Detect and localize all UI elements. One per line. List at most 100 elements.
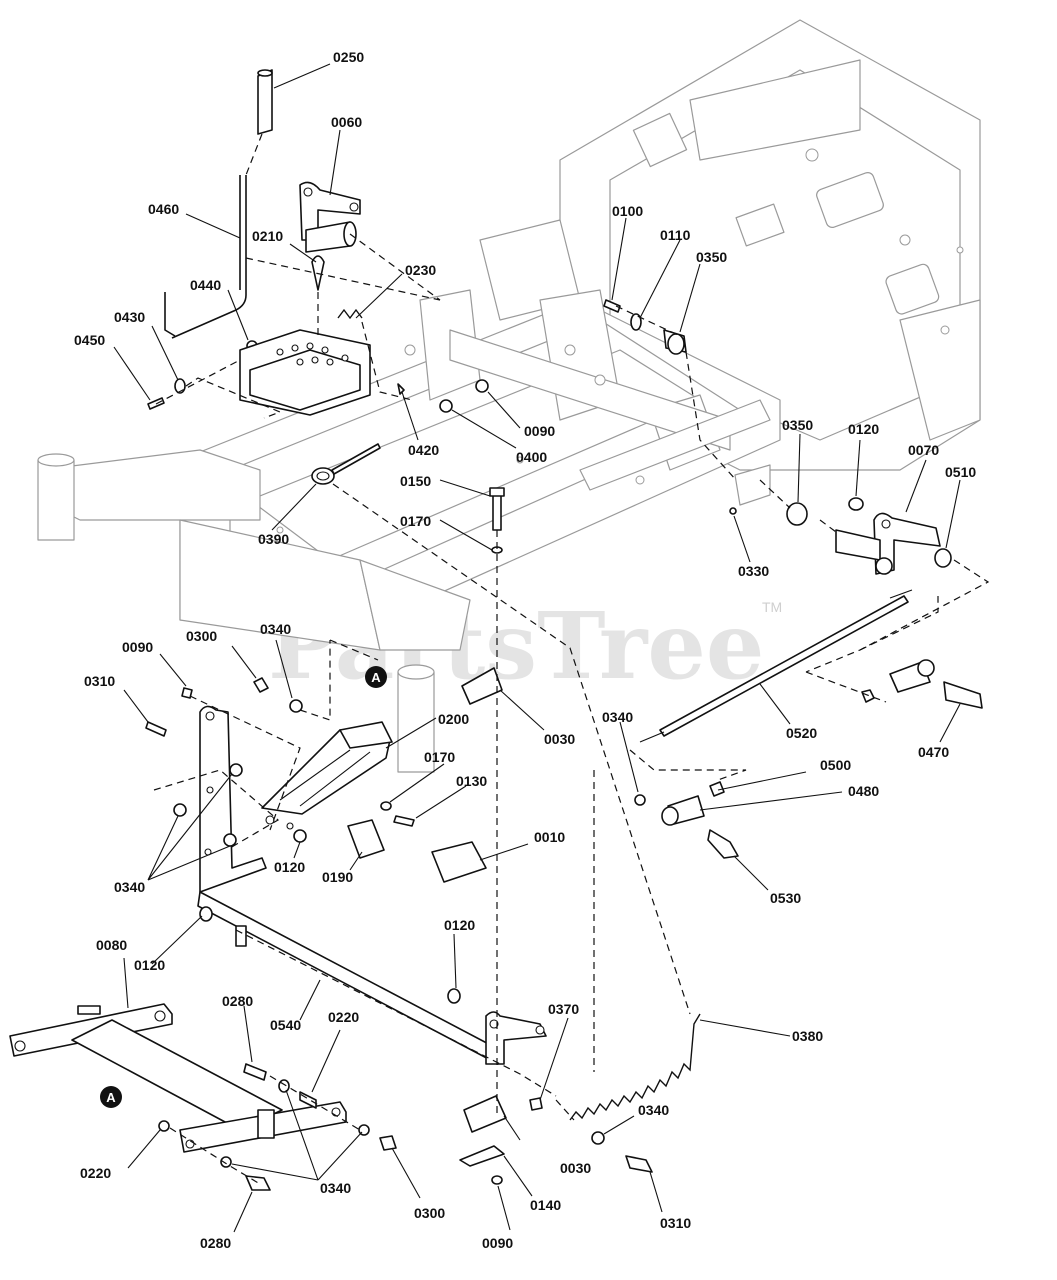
label-0220-bottom: 0220 — [80, 1165, 111, 1181]
label-0440: 0440 — [190, 277, 221, 293]
part-0400-nut — [439, 399, 453, 413]
label-0530: 0530 — [770, 890, 801, 906]
label-0330: 0330 — [738, 563, 769, 579]
label-0390: 0390 — [258, 531, 289, 547]
part-0340-washer-a — [289, 699, 303, 713]
label-0170-mid: 0170 — [424, 749, 455, 765]
label-0130: 0130 — [456, 773, 487, 789]
part-0340-washer-f — [220, 1156, 232, 1168]
part-0130-screw — [393, 815, 415, 827]
label-0520: 0520 — [786, 725, 817, 741]
label-0340-spring: 0340 — [638, 1102, 669, 1118]
part-0170-washer-b — [380, 801, 392, 811]
part-0330-nut — [729, 507, 737, 515]
part-0280-screw-a — [243, 1063, 267, 1081]
part-labels: 0250 0060 0460 0210 0230 0440 0430 0450 … — [74, 49, 976, 1251]
part-0220-spacer-a — [299, 1091, 317, 1109]
label-0010: 0010 — [534, 829, 565, 845]
label-0090-bottom: 0090 — [482, 1235, 513, 1251]
part-0340-washer-b — [229, 763, 243, 777]
label-0090-left: 0090 — [122, 639, 153, 655]
label-0200: 0200 — [438, 711, 469, 727]
watermark-tm: TM — [762, 599, 782, 615]
callout-a-top — [365, 666, 387, 688]
part-0390-eyebolt — [311, 443, 381, 485]
label-0030-bottom: 0030 — [560, 1160, 591, 1176]
callout-a-bottom — [100, 1086, 122, 1108]
part-0340-washer-d — [223, 833, 237, 847]
part-0250-grip — [257, 69, 273, 135]
part-0380-spring — [569, 1013, 701, 1121]
part-0120-nut-right — [848, 497, 864, 511]
label-0340-right: 0340 — [602, 709, 633, 725]
label-0300-bottom: 0300 — [414, 1205, 445, 1221]
part-0120-nut-bottom-right — [447, 988, 461, 1004]
part-0300-nut-b — [379, 1135, 397, 1151]
part-left-mount-plate — [199, 705, 267, 893]
label-0190: 0190 — [322, 869, 353, 885]
part-0460-handle — [164, 292, 176, 337]
label-0500: 0500 — [820, 757, 851, 773]
part-0480-rod-end-upper — [889, 659, 935, 693]
label-0340-top: 0340 — [260, 621, 291, 637]
label-0310-bottom: 0310 — [660, 1215, 691, 1231]
part-0110-washer — [630, 313, 642, 331]
part-0010-pedal-pad — [431, 841, 487, 883]
label-0250: 0250 — [333, 49, 364, 65]
part-0190-clip — [347, 819, 385, 859]
part-0530-bolt — [707, 829, 739, 859]
label-0220-top: 0220 — [328, 1009, 359, 1025]
part-0340-washer-spring — [591, 1131, 605, 1145]
label-0170-top: 0170 — [400, 513, 431, 529]
label-0140: 0140 — [530, 1197, 561, 1213]
part-0500-nut-upper — [861, 689, 875, 703]
label-0120-bottom: 0120 — [134, 957, 165, 973]
label-0150: 0150 — [400, 473, 431, 489]
label-0510: 0510 — [945, 464, 976, 480]
part-0030-clamp-bottom — [463, 1095, 507, 1133]
label-0430: 0430 — [114, 309, 145, 325]
part-0030-clamp-top — [461, 667, 503, 705]
part-0340-washer-right — [634, 794, 646, 806]
label-0470: 0470 — [918, 744, 949, 760]
part-0460-lever — [171, 175, 247, 339]
label-0070: 0070 — [908, 442, 939, 458]
label-0090-top: 0090 — [524, 423, 555, 439]
part-0370-nut — [529, 1097, 543, 1111]
callout-a-bottom-label: A — [106, 1090, 116, 1105]
label-0280-bottom: 0280 — [200, 1235, 231, 1251]
part-0200-pedal-arm — [261, 721, 393, 830]
label-0120-left: 0120 — [274, 859, 305, 875]
label-0230: 0230 — [405, 262, 436, 278]
label-0480: 0480 — [848, 783, 879, 799]
part-0300-nut-a — [253, 677, 269, 693]
part-0080-front-bracket — [9, 1003, 347, 1153]
part-pedal-block — [239, 329, 371, 416]
part-0230-spring — [337, 308, 363, 320]
part-0220-spacer-b — [158, 1120, 170, 1132]
label-0310-left: 0310 — [84, 673, 115, 689]
label-0380: 0380 — [792, 1028, 823, 1044]
part-0140-plate — [459, 1145, 505, 1167]
part-0090-nut-left — [181, 687, 193, 699]
part-0100-bolt — [603, 299, 621, 313]
part-0090-nut-bottom — [491, 1175, 503, 1185]
part-0480-rod-end-lower — [661, 795, 705, 826]
label-0120-top: 0120 — [848, 421, 879, 437]
dashed-lines — [153, 133, 990, 1185]
callout-a-top-label: A — [371, 670, 381, 685]
part-0340-washer-e — [278, 1079, 290, 1093]
part-0470-bolt — [943, 681, 983, 709]
label-0400: 0400 — [516, 449, 547, 465]
part-0540-cross-shaft — [197, 891, 547, 1065]
part-0090-nut-top — [475, 379, 489, 393]
label-0350-top: 0350 — [696, 249, 727, 265]
part-0310-screw-left — [145, 721, 167, 737]
main-frame — [37, 19, 981, 773]
part-0340-washer-c — [173, 803, 187, 817]
label-0280-top: 0280 — [222, 993, 253, 1009]
label-0340-bottom: 0340 — [320, 1180, 351, 1196]
label-0100: 0100 — [612, 203, 643, 219]
label-0350-right: 0350 — [782, 417, 813, 433]
